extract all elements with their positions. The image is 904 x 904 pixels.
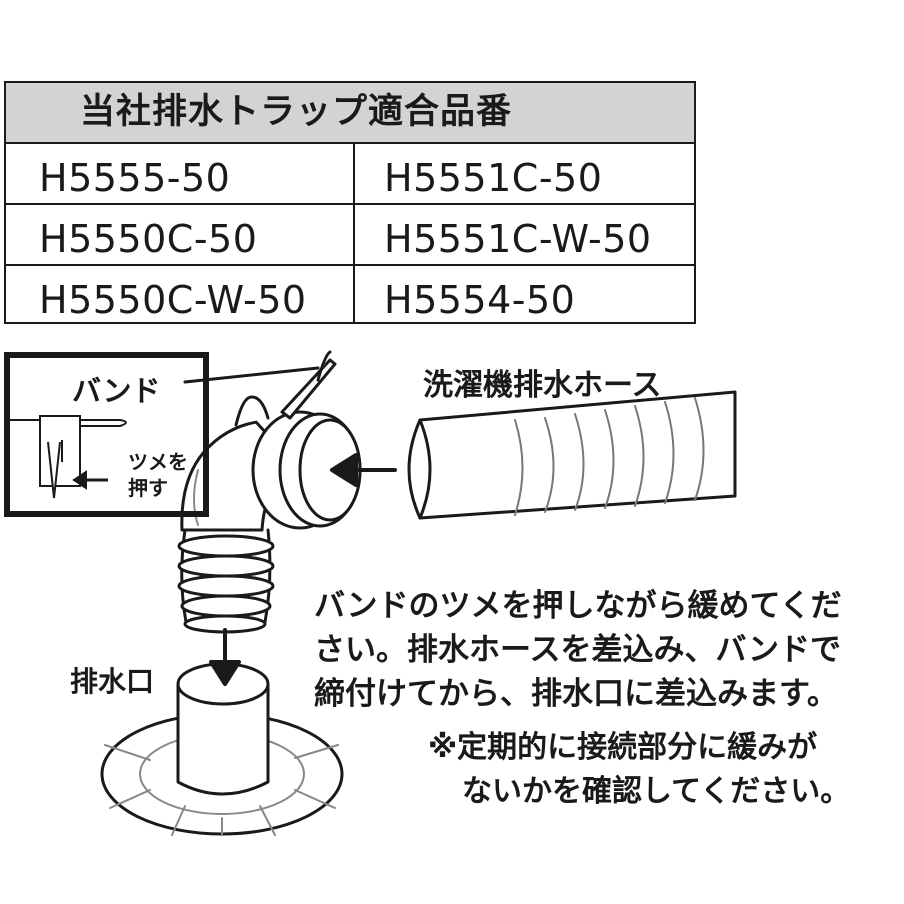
inset-note-line1: ツメを [128,450,188,474]
compatible-parts-table: 当社排水トラップ適合品番 H5555-50 H5551C-50 H5550C-5… [4,81,696,324]
instruction-line-3: 締付けてから、排水口に差込みます。 [314,676,838,712]
row-divider [6,203,694,205]
column-divider [353,144,355,322]
part-number: H5554-50 [384,278,576,322]
part-number: H5555-50 [39,156,231,200]
part-number: H5551C-50 [384,156,603,200]
part-number: H5551C-W-50 [384,217,652,261]
part-number: H5550C-W-50 [39,278,307,322]
instruction-line-2: さい。排水ホースを差込み、バンドで [314,632,841,668]
table-header: 当社排水トラップ適合品番 [6,83,694,144]
note-line-1: ※定期的に接続部分に緩みが [428,730,818,765]
band-label: バンド [72,374,161,408]
part-number: H5550C-50 [39,217,258,261]
band-detail-inset: バンド ツメを 押す [4,352,209,517]
instruction-line-1: バンドのツメを押しながら緩めてくだ [314,588,842,624]
hose-label: 洗濯機排水ホース [423,368,662,403]
row-divider [6,264,694,266]
drain-label: 排水口 [70,665,155,698]
band-claw-icon [10,415,127,499]
coupling-band [251,350,362,530]
insert-arrow-icon [330,453,397,487]
note-line-2: ないかを確認してください。 [462,774,851,809]
down-arrow-icon [209,628,241,686]
inset-note-line2: 押す [128,476,168,500]
washer-drain-hose [407,390,737,520]
corrugated-hose-vertical [177,525,275,634]
